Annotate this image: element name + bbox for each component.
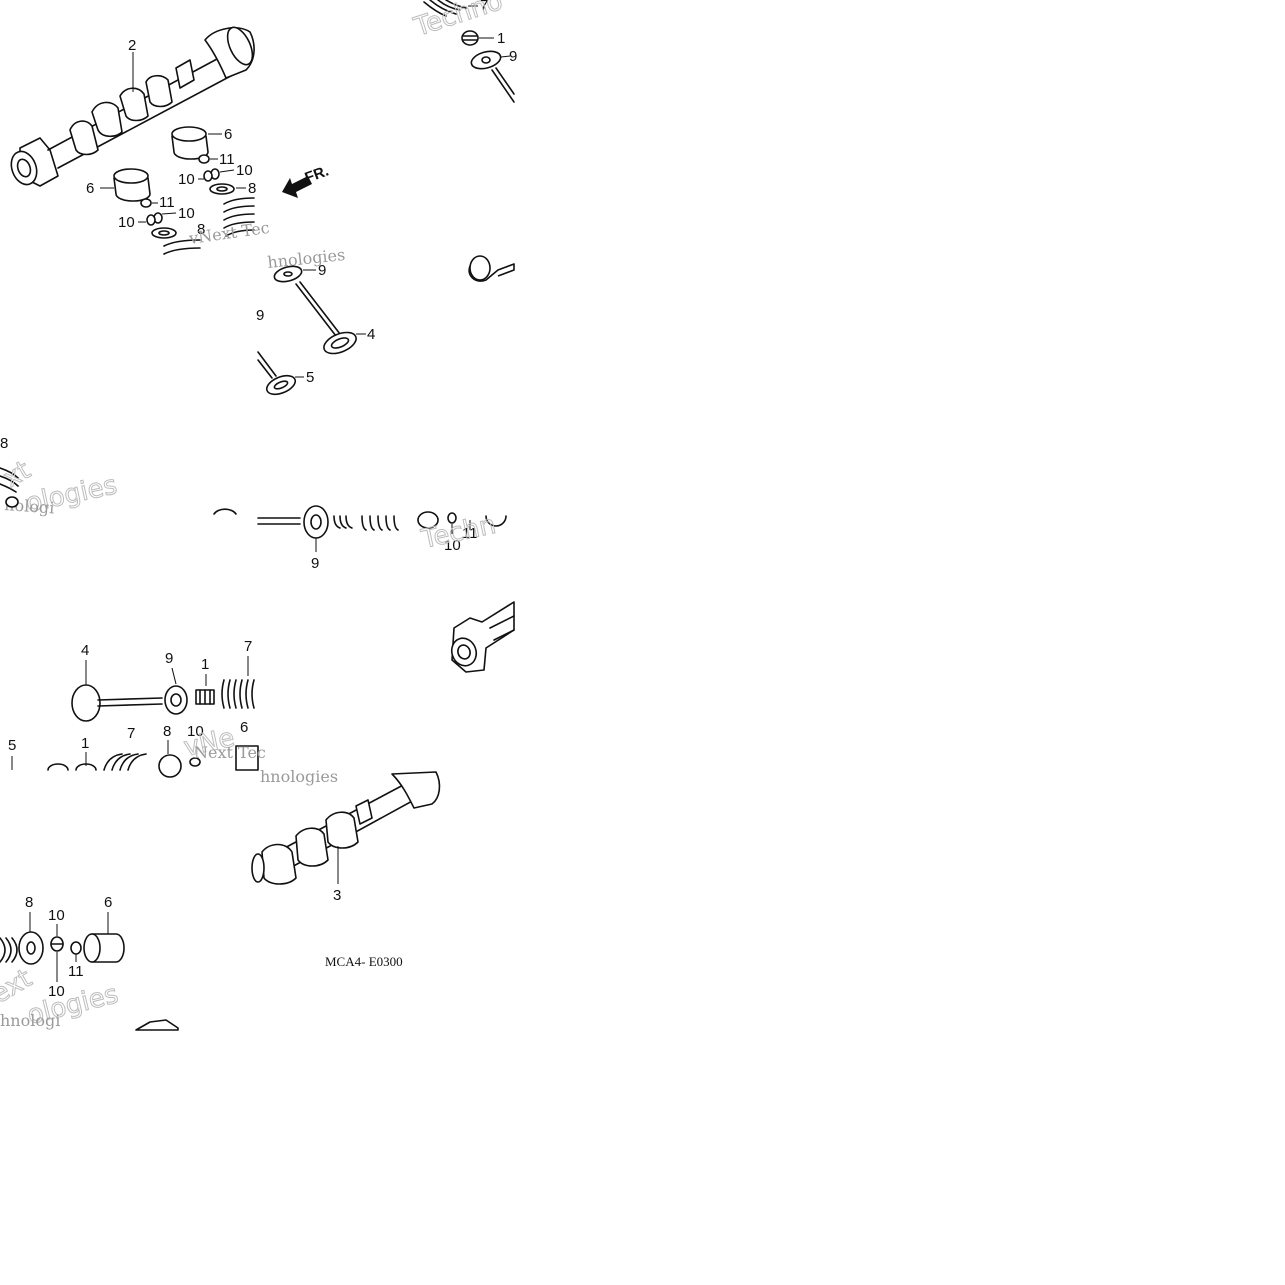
tile-valve-row-middle: 9 10 11 Techn	[257, 505, 507, 572]
label-1-topright: 1	[497, 30, 505, 47]
svg-text:hnologies: hnologies	[260, 767, 338, 786]
label-10-bottom-b: 10	[48, 983, 65, 1000]
label-11-row: 11	[462, 525, 478, 542]
label-10-row3: 10	[187, 723, 204, 740]
label-8-bottom: 8	[25, 894, 33, 911]
label-8-row3: 8	[163, 723, 171, 740]
label-9-topright: 9	[509, 48, 517, 65]
label-6-upper: 6	[224, 126, 232, 143]
label-5-mid: 5	[306, 369, 314, 386]
label-6-row3: 6	[240, 719, 248, 736]
svg-text:hnologies: hnologies	[266, 245, 346, 272]
camshaft-3	[251, 771, 441, 885]
label-10-c: 10	[178, 205, 195, 222]
label-11-lower: 11	[159, 194, 175, 211]
tile-camshaft-top-left: 2 6 6 11 10 10 8 11 1	[10, 26, 331, 255]
label-8-a: 8	[248, 180, 256, 197]
drawing-code: MCA4- E0300	[325, 954, 403, 969]
tile-valves-middle: hnologies 9 4 9 5	[256, 245, 515, 396]
label-11-upper: 11	[219, 151, 235, 168]
watermark-top-right: Techno	[410, 0, 506, 43]
label-9-edge: 9	[256, 307, 264, 324]
label-1-row3: 1	[81, 735, 89, 752]
tile-camshaft-3: hnologies 3 MCA4- E0300	[251, 767, 441, 969]
camshaft-2	[10, 26, 255, 187]
tile-top-right: 7 1 9 Techno	[409, 0, 517, 103]
label-4-mid: 4	[367, 326, 375, 343]
label-10-a: 10	[236, 162, 253, 179]
front-direction-arrow: FR.	[282, 163, 331, 198]
label-6-bottom: 6	[104, 894, 112, 911]
label-10-row: 10	[444, 537, 461, 554]
label-4-row: 4	[81, 642, 89, 659]
lifter-6-bottom	[83, 933, 125, 963]
label-9-row: 9	[311, 555, 319, 572]
label-7-row3: 7	[127, 725, 135, 742]
label-8-left: 8	[0, 435, 8, 452]
valve-spring-7-top	[163, 197, 255, 255]
label-3: 3	[333, 887, 341, 904]
label-9-row2: 9	[165, 650, 173, 667]
label-7-topright: 7	[480, 0, 488, 14]
exhaust-valve-5	[257, 351, 297, 396]
intake-valve-4-row	[71, 684, 163, 722]
label-1-row2: 1	[201, 656, 209, 673]
label-9-mid: 9	[318, 262, 326, 279]
label-7-row2: 7	[244, 638, 252, 655]
label-11-bottom: 11	[68, 963, 84, 980]
tile-camshaft-end-right	[450, 601, 515, 673]
label-10-d: 10	[118, 214, 135, 231]
lifter-6-upper	[171, 126, 209, 160]
label-10-b: 10	[178, 171, 195, 188]
label-10-bottom-a: 10	[48, 907, 65, 924]
label-5-row2: 5	[8, 737, 16, 754]
label-8-b: 8	[197, 221, 205, 238]
direction-label: FR.	[303, 163, 332, 187]
tile-left-fragment: 8 xt ologies nologi	[0, 435, 237, 519]
tile-valve-assembly-left: 4 9 1 7 5 1 7 8 10 6 vNe Next Tec	[8, 638, 266, 778]
label-6-lower: 6	[86, 180, 94, 197]
lifter-6-lower	[113, 168, 151, 202]
label-2: 2	[128, 37, 136, 54]
intake-valve-4	[295, 281, 357, 355]
svg-text:Next Tec: Next Tec	[194, 743, 266, 762]
svg-text:hnologi: hnologi	[0, 1011, 60, 1030]
tile-lifter-parts-bottom: 8 10 10 11 6 ext ologies hnologi	[0, 894, 179, 1031]
